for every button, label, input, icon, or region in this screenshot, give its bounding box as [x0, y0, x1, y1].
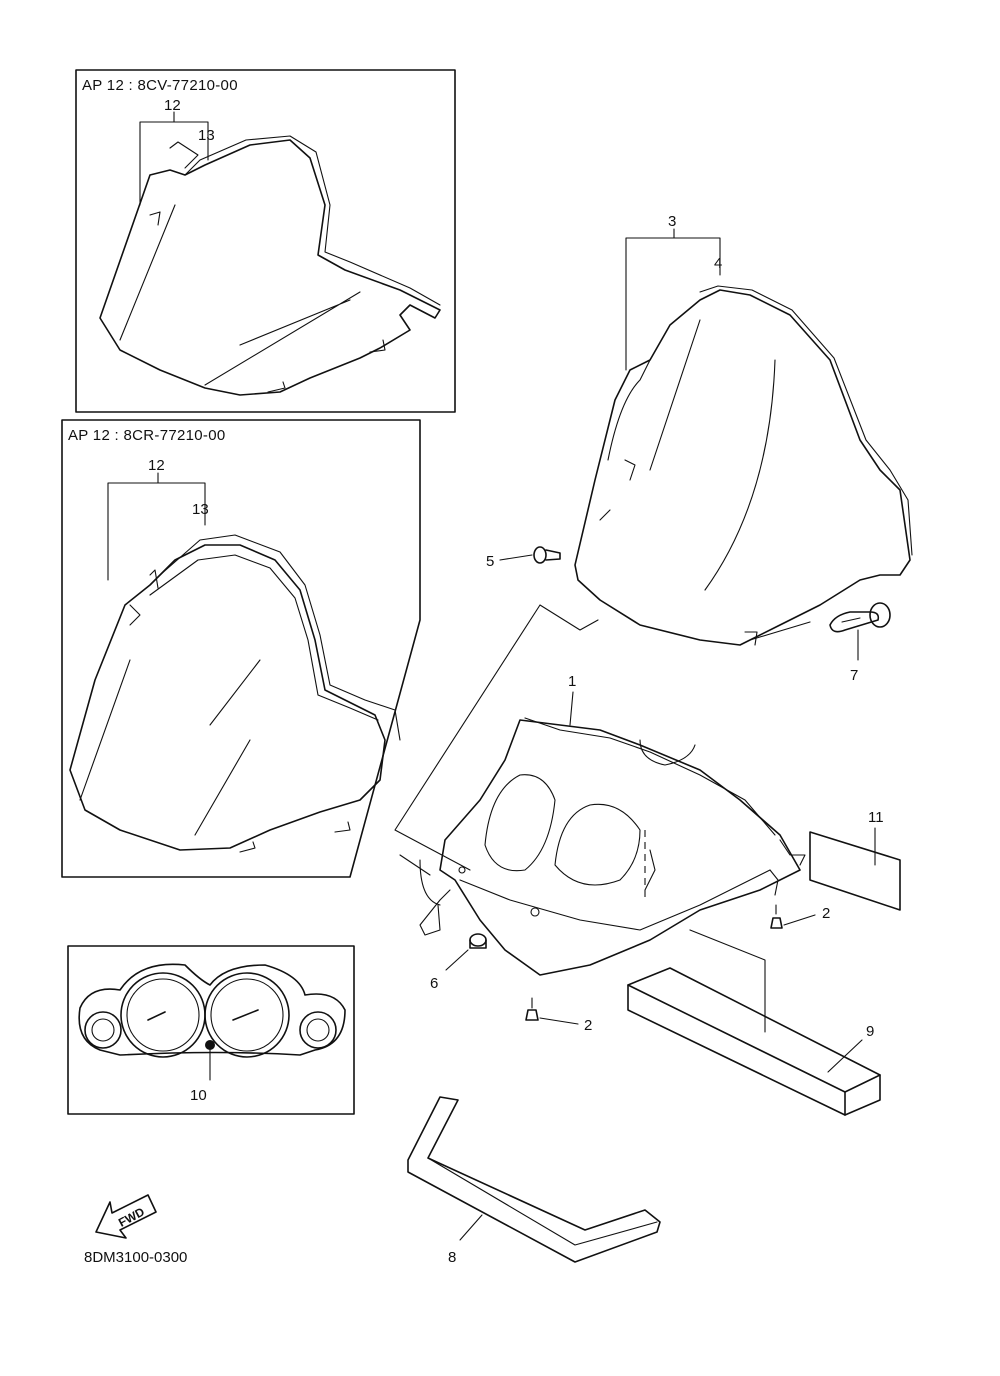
callout-8: 8 [448, 1249, 456, 1266]
tachometer-dial [204, 972, 290, 1058]
front-cowling: 1 [399, 673, 801, 976]
callout-3: 3 [668, 213, 676, 230]
inset-top-header: AP 12 : 8CV-77210-00 [82, 77, 238, 94]
inset-middle: AP 12 : 8CR-77210-00 12 13 [61, 419, 421, 878]
windshield-tall [99, 135, 441, 396]
callout-7: 7 [850, 667, 858, 684]
bolt-2-right: 2 [770, 904, 830, 929]
windshield-standard [69, 534, 401, 853]
main-windshield: 3 4 5 7 [486, 213, 913, 684]
inset-middle-border [61, 419, 421, 878]
inset-top: AP 12 : 8CV-77210-00 12 13 [75, 69, 456, 413]
gauge-label-10: 10 [190, 1087, 207, 1104]
inset-top-label-13: 13 [198, 127, 215, 144]
callout-2b: 2 [584, 1017, 592, 1034]
inset-middle-bracket [107, 482, 206, 581]
bolt-6-icon [469, 933, 487, 949]
left-indicator-lamp [84, 1011, 122, 1049]
screw-icon [205, 1040, 215, 1050]
callout-1: 1 [568, 673, 576, 690]
foam-block-9 [627, 967, 881, 1116]
gauge-inset-border [67, 945, 355, 1115]
inset-middle-header: AP 12 : 8CR-77210-00 [68, 427, 226, 444]
fwd-arrow-icon: FWD [95, 1194, 157, 1239]
speedometer-dial [120, 972, 206, 1058]
meter-assembly [78, 963, 346, 1058]
callout-9: 9 [866, 1023, 874, 1040]
inset-top-label-12: 12 [164, 97, 181, 114]
decal-11 [779, 831, 901, 911]
callout-11: 11 [868, 809, 884, 826]
inset-top-border [75, 69, 456, 413]
drawing-code: 8DM3100-0300 [84, 1249, 187, 1266]
callout-6: 6 [430, 975, 438, 992]
callout-2a: 2 [822, 905, 830, 922]
assembly-lines [394, 604, 766, 1033]
callout-4: 4 [714, 255, 722, 272]
callout-5: 5 [486, 553, 494, 570]
grommet-7-icon [829, 602, 891, 633]
inset-middle-label-12: 12 [148, 457, 165, 474]
bolt-2-lower: 2 [525, 997, 592, 1034]
bolt-5-icon [533, 546, 561, 564]
right-indicator-lamp [299, 1011, 337, 1049]
gauge-inset: 10 [67, 945, 355, 1115]
seal-strip-8 [407, 1096, 661, 1263]
inset-middle-label-13: 13 [192, 501, 209, 518]
